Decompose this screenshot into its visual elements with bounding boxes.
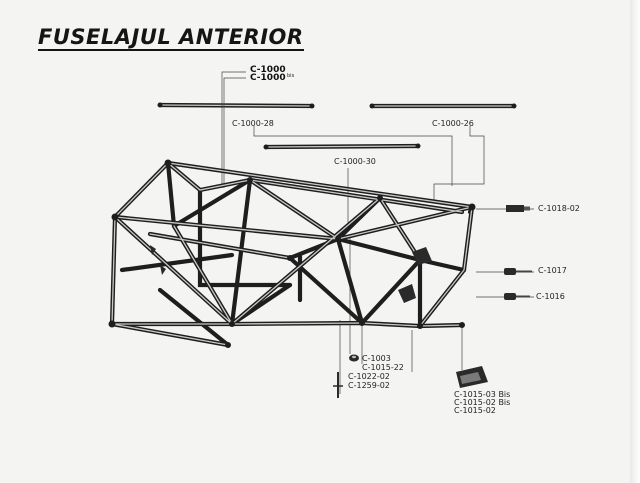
label-c1000-28: C-1000-28 <box>232 119 274 128</box>
label-c1015-22: C-1015-22 <box>362 363 404 372</box>
label-c1000-26: C-1000-26 <box>432 119 474 128</box>
label-c1003: C-1003 <box>362 354 391 363</box>
part-tube-c1000-26 <box>369 103 517 109</box>
sheet-edge <box>630 0 640 483</box>
label-c1015-03: C-1015-03 Bis <box>454 390 510 399</box>
drawing-title: FUSELAJUL ANTERIOR <box>38 25 304 51</box>
label-bis-suffix: bis <box>287 73 295 79</box>
label-c1000-30: C-1000-30 <box>334 157 376 166</box>
part-washer-c1003 <box>349 354 359 362</box>
label-c1259-02: C-1259-02 <box>348 381 390 390</box>
label-c1015-02-bis: C-1015-02 Bis <box>454 398 510 407</box>
part-bolt-c1017 <box>504 268 532 275</box>
label-c1017: C-1017 <box>538 266 567 275</box>
part-tube-c1000 <box>157 102 315 109</box>
label-c1018-02: C-1018-02 <box>538 204 580 213</box>
callout-labels: C-1000 C-1000 bis C-1000-28 C-1000-26 C-… <box>232 65 580 415</box>
label-c1000: C-1000 <box>250 65 286 75</box>
label-c1015-02: C-1015-02 <box>454 406 496 415</box>
part-fitting-c1018-02 <box>506 205 530 212</box>
label-c1022-02: C-1022-02 <box>348 372 390 381</box>
part-pin-c1259-02 <box>333 372 343 398</box>
label-c1016: C-1016 <box>536 292 565 301</box>
part-tube-c1000-30 <box>263 143 421 150</box>
label-c1000-bis: C-1000 <box>250 73 286 83</box>
part-bolt-c1016 <box>504 293 530 300</box>
part-bracket-c1015-03 <box>456 366 488 388</box>
fuselage-frame <box>108 159 476 348</box>
leader-lines <box>221 71 534 394</box>
